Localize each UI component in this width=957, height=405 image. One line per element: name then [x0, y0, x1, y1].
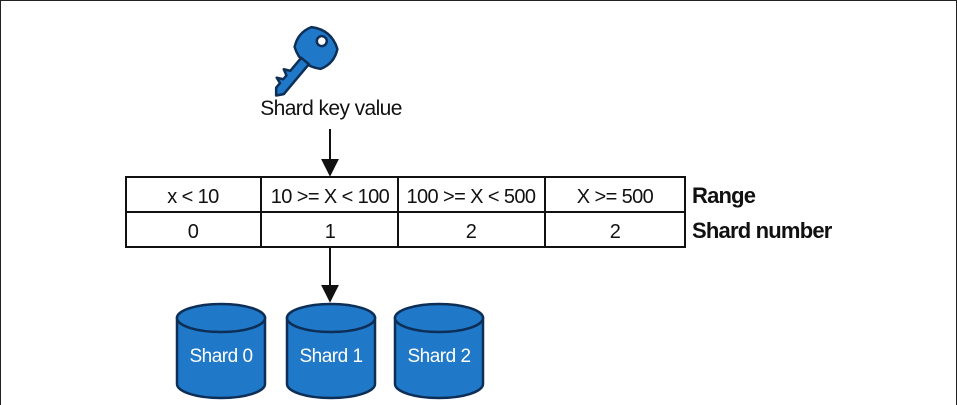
shard-number-cell: 2: [610, 221, 621, 243]
range-table: x < 10 10 >= X < 100 100 >= X < 500 X >=…: [125, 176, 686, 248]
shard-2-label: Shard 2: [407, 346, 470, 367]
range-row-label: Range: [692, 183, 756, 208]
key-icon: [274, 25, 339, 97]
shard-number-cell: 2: [466, 221, 477, 243]
shard-number-cell: 1: [325, 221, 336, 243]
shard-1-label: Shard 1: [299, 346, 362, 367]
range-cell: 10 >= X < 100: [271, 186, 390, 208]
shard-1-database-icon: Shard 1: [285, 302, 377, 400]
shard-number-cell: 0: [188, 221, 199, 243]
range-cell: x < 10: [167, 186, 219, 208]
shard-number-row-label: Shard number: [692, 218, 833, 243]
shard-2-database-icon: Shard 2: [393, 302, 485, 400]
shard-key-label: Shard key value: [260, 97, 402, 120]
shard-0-label: Shard 0: [189, 346, 252, 367]
range-cell: X >= 500: [577, 186, 654, 208]
shard-0-database-icon: Shard 0: [175, 302, 267, 400]
range-cell: 100 >= X < 500: [407, 186, 536, 208]
